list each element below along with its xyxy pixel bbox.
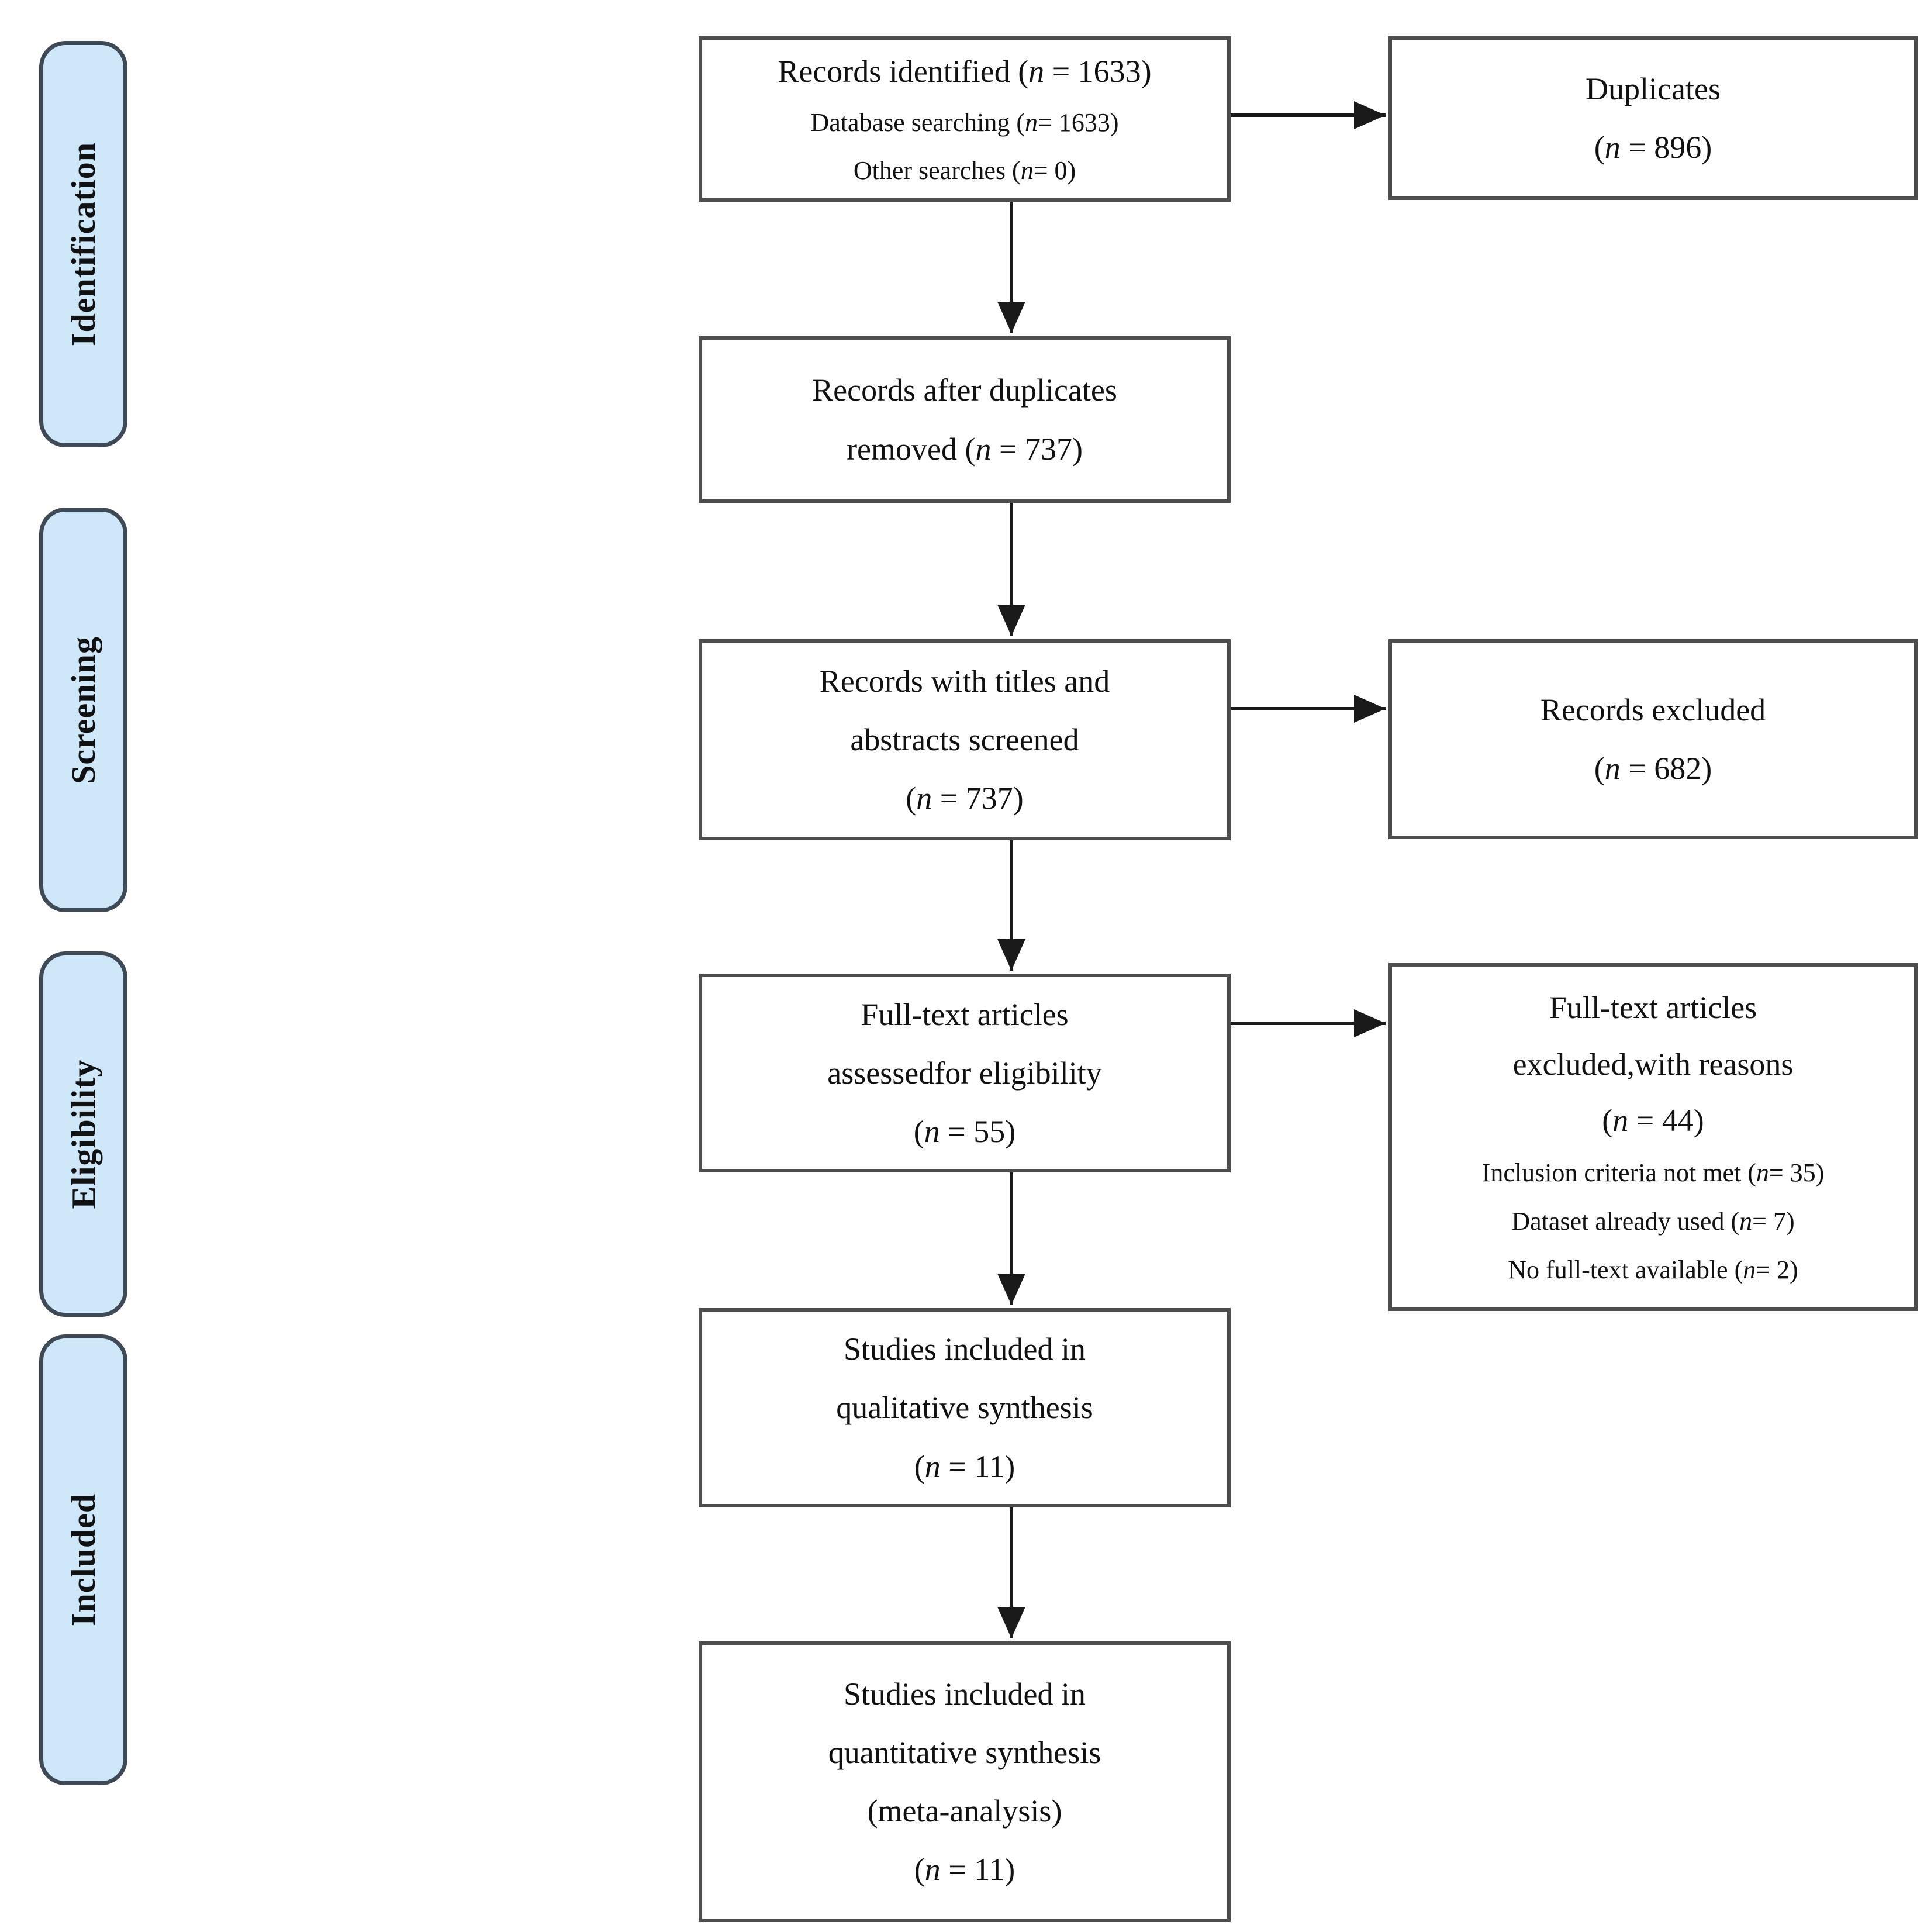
box-line: Records identified (n = 1633) bbox=[778, 54, 1152, 89]
box-fulltext-assessed-eligibility: Full-text articles assessedfor eligibilit… bbox=[699, 974, 1231, 1172]
box-line: (n = 11) bbox=[914, 1448, 1015, 1484]
box-fulltext-excluded-reasons: Full-text articles excluded,with reasons (… bbox=[1388, 963, 1918, 1311]
box-line: Dataset already used (n= 7) bbox=[1511, 1207, 1795, 1236]
box-line: (n = 682) bbox=[1594, 751, 1712, 786]
box-line: Studies included in bbox=[844, 1676, 1086, 1712]
box-titles-abstracts-screened: Records with titles and abstracts screene… bbox=[699, 639, 1231, 840]
box-records-identified: Records identified (n = 1633) Database se… bbox=[699, 36, 1231, 202]
box-line: removed (n = 737) bbox=[847, 431, 1083, 467]
box-line: (n = 896) bbox=[1594, 130, 1712, 165]
box-line: Studies included in bbox=[844, 1331, 1086, 1367]
stage-label-screening-text: Screening bbox=[64, 636, 102, 784]
stage-label-eligibility-text: Eligibility bbox=[64, 1059, 103, 1209]
box-duplicates: Duplicates (n = 896) bbox=[1388, 36, 1918, 200]
box-line: quantitative synthesis bbox=[828, 1734, 1101, 1770]
box-line: abstracts screened bbox=[850, 722, 1079, 757]
box-line: Other searches (n= 0) bbox=[853, 156, 1076, 185]
box-line: Database searching (n= 1633) bbox=[810, 108, 1119, 137]
box-line: assessedfor eligibility bbox=[827, 1055, 1102, 1091]
box-line: No full-text available (n= 2) bbox=[1508, 1255, 1798, 1285]
box-line: Full-text articles bbox=[861, 996, 1069, 1032]
stage-label-identification-text: Identification bbox=[64, 142, 102, 347]
box-line: (meta-analysis) bbox=[867, 1793, 1062, 1828]
box-line: (n = 44) bbox=[1602, 1102, 1704, 1138]
stage-label-screening: Screening bbox=[39, 508, 127, 912]
stage-label-included: Included bbox=[39, 1334, 127, 1785]
box-line: (n = 737) bbox=[906, 781, 1024, 816]
box-line: (n = 11) bbox=[914, 1852, 1015, 1888]
box-line: qualitative synthesis bbox=[836, 1390, 1093, 1426]
box-line: Records excluded bbox=[1540, 692, 1766, 727]
box-records-excluded: Records excluded (n = 682) bbox=[1388, 639, 1918, 839]
stage-label-eligibility: Eligibility bbox=[39, 951, 127, 1317]
box-line: Full-text articles bbox=[1549, 990, 1757, 1026]
box-line: excluded,with reasons bbox=[1512, 1046, 1794, 1082]
box-line: (n = 55) bbox=[913, 1114, 1016, 1150]
box-line: Records with titles and bbox=[819, 663, 1110, 699]
box-qualitative-synthesis: Studies included in qualitative synthesis… bbox=[699, 1308, 1231, 1507]
box-line: Records after duplicates bbox=[812, 372, 1117, 408]
stage-label-included-text: Included bbox=[64, 1493, 103, 1627]
box-line: Inclusion criteria not met (n= 35) bbox=[1481, 1158, 1825, 1187]
box-line: Duplicates bbox=[1586, 71, 1721, 106]
stage-label-identification: Identification bbox=[39, 41, 127, 447]
box-quantitative-synthesis: Studies included in quantitative synthesi… bbox=[699, 1641, 1231, 1922]
box-records-after-duplicates-removed: Records after duplicates removed (n = 737… bbox=[699, 336, 1231, 503]
